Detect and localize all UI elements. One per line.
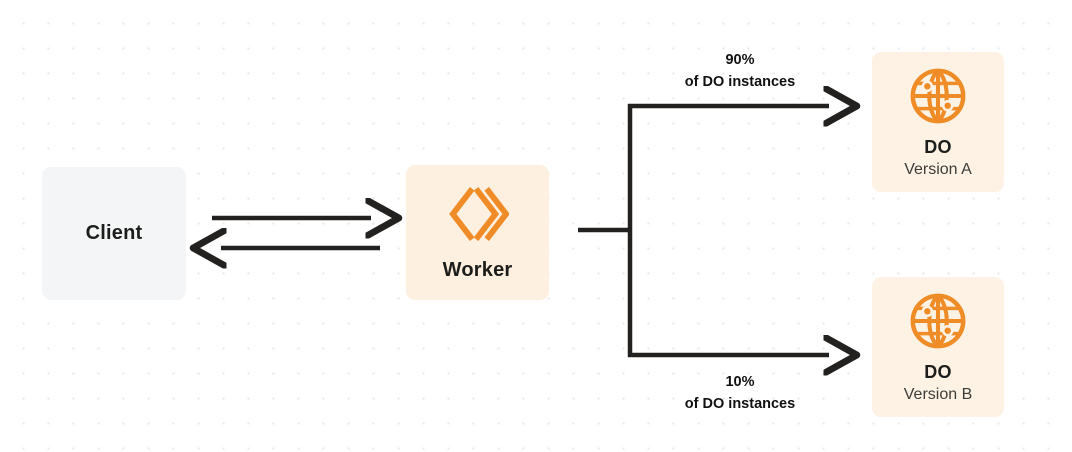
edge-label-top-caption: of DO instances bbox=[684, 73, 796, 90]
node-worker[interactable]: Worker bbox=[406, 165, 549, 300]
cloudflare-workers-icon bbox=[447, 183, 509, 245]
edge-label-top-percent: 90% bbox=[725, 52, 755, 68]
node-do-a-label: DO bbox=[924, 137, 952, 157]
node-do-b-label: DO bbox=[924, 362, 952, 382]
edge-label-bottom-percent: 10% bbox=[725, 374, 755, 390]
globe-icon bbox=[907, 65, 969, 127]
edge-label-bottom: 10% of DO instances bbox=[640, 372, 840, 416]
node-do-a-sublabel: Version A bbox=[904, 161, 972, 178]
node-client[interactable]: Client bbox=[42, 167, 186, 300]
node-do-version-b[interactable]: DO Version B bbox=[872, 277, 1004, 417]
node-worker-label: Worker bbox=[442, 259, 513, 281]
node-do-version-a[interactable]: DO Version A bbox=[872, 52, 1004, 192]
node-do-b-sublabel: Version B bbox=[903, 386, 973, 403]
edge-label-top: 90% of DO instances bbox=[640, 50, 840, 94]
node-client-label: Client bbox=[85, 222, 143, 244]
edge-label-bottom-caption: of DO instances bbox=[684, 395, 796, 412]
globe-icon bbox=[907, 290, 969, 352]
